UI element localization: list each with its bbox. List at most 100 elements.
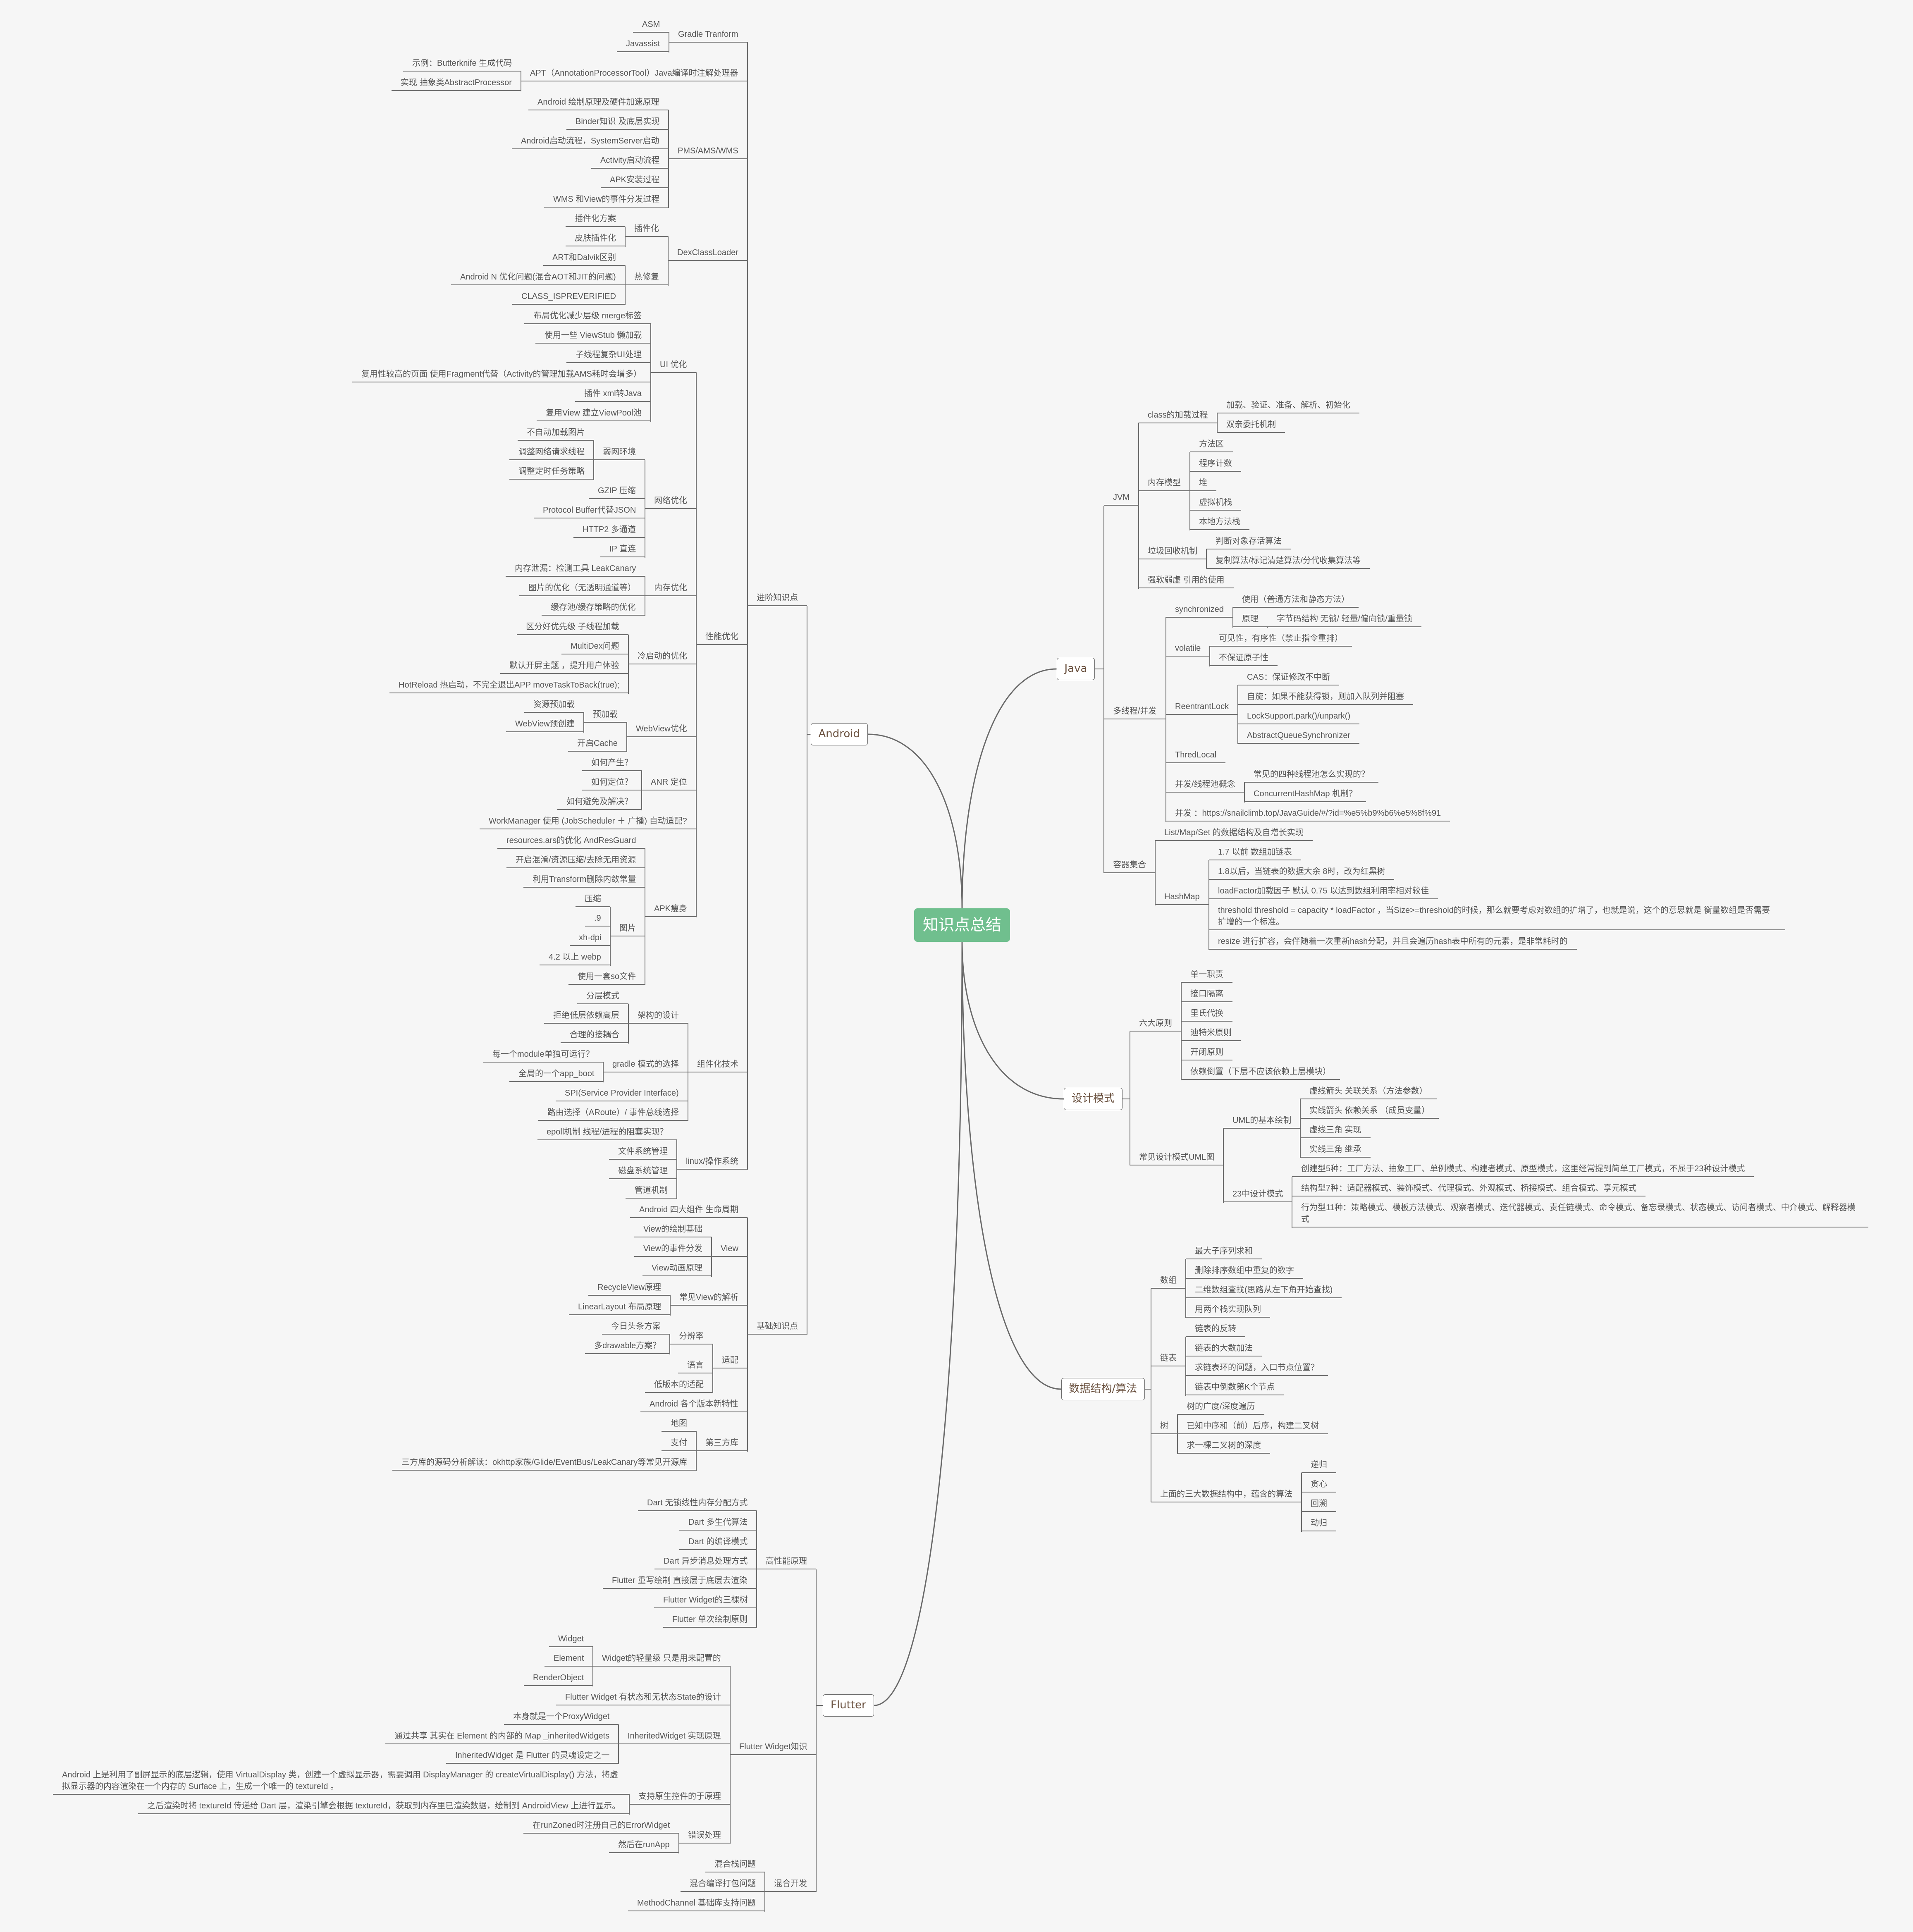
topic-node[interactable]: 如何定位？ bbox=[582, 776, 642, 790]
topic-node[interactable]: InheritedWidget 实现原理 bbox=[619, 1730, 730, 1744]
topic-node[interactable]: UML的基本绘制 bbox=[1223, 1115, 1301, 1129]
topic-node[interactable]: loadFactor加载因子 默认 0.75 以达到数组利用率相对较佳 bbox=[1209, 885, 1438, 899]
topic-node[interactable]: 实现 抽象类AbstractProcessor bbox=[392, 77, 521, 91]
topic-node[interactable]: WorkManager 使用 (JobScheduler ＋ 广播) 自动适配? bbox=[480, 815, 696, 829]
topic-node[interactable]: 动归 bbox=[1302, 1517, 1336, 1531]
topic-node[interactable]: Flutter Widget知识 bbox=[730, 1741, 817, 1755]
topic-node[interactable]: 插件化方案 bbox=[566, 213, 625, 227]
topic-node[interactable]: View动画原理 bbox=[642, 1262, 712, 1276]
topic-node[interactable]: 数组 bbox=[1151, 1275, 1186, 1289]
topic-node[interactable]: 热修复 bbox=[625, 271, 668, 285]
topic-node[interactable]: CLASS_ISPREVERIFIED bbox=[512, 291, 625, 305]
topic-node[interactable]: Flutter Widget的三棵树 bbox=[654, 1594, 757, 1608]
topic-node[interactable]: SPI(Service Provider Interface) bbox=[556, 1087, 688, 1101]
topic-node[interactable]: 不自动加载图片 bbox=[518, 427, 594, 441]
topic-node[interactable]: 多drawable方案？ bbox=[585, 1340, 670, 1354]
topic-node[interactable]: 已知中序和（前）后序，构建二叉树 bbox=[1177, 1420, 1328, 1434]
main-branch-2[interactable]: Java bbox=[1056, 658, 1095, 680]
topic-node[interactable]: 复用性较高的页面 使用Fragment代替（Activity的管理加载AMS耗时… bbox=[352, 368, 651, 382]
topic-node[interactable]: Element bbox=[545, 1653, 593, 1667]
topic-node[interactable]: 常见的四种线程池怎么实现的？ bbox=[1244, 769, 1378, 783]
topic-node[interactable]: 图片的优化（无透明通道等） bbox=[519, 582, 645, 596]
topic-node[interactable]: linux/操作系统 bbox=[677, 1156, 748, 1170]
topic-node[interactable]: 图片 bbox=[610, 922, 645, 936]
topic-node[interactable]: gradle 模式的选择 bbox=[603, 1058, 688, 1072]
topic-node[interactable]: 复用View 建立ViewPool池 bbox=[537, 407, 651, 421]
topic-node[interactable]: ThredLocal bbox=[1166, 749, 1226, 763]
topic-node[interactable]: 开启混淆/资源压缩/去除无用资源 bbox=[506, 854, 645, 868]
topic-node[interactable]: 链表的大数加法 bbox=[1186, 1342, 1262, 1356]
topic-node[interactable]: 内存优化 bbox=[645, 582, 696, 596]
topic-node[interactable]: Widget的轻量级 只是用来配置的 bbox=[593, 1653, 730, 1667]
topic-node[interactable]: 上面的三大数据结构中，蕴含的算法 bbox=[1151, 1488, 1302, 1502]
topic-node[interactable]: Flutter Widget 有状态和无状态State的设计 bbox=[556, 1691, 730, 1705]
topic-node[interactable]: Dart 多生代算法 bbox=[679, 1516, 757, 1531]
topic-node[interactable]: resources.ars的优化 AndResGuard bbox=[497, 835, 645, 849]
topic-node[interactable]: 开闭原则 bbox=[1181, 1046, 1232, 1060]
topic-node[interactable]: APK安装过程 bbox=[601, 174, 669, 188]
topic-node[interactable]: WMS 和View的事件分发过程 bbox=[544, 193, 669, 208]
topic-node[interactable]: 磁盘系统管理 bbox=[609, 1165, 677, 1179]
main-branch-0[interactable]: Android bbox=[810, 723, 868, 745]
topic-node[interactable]: ConcurrentHashMap 机制？ bbox=[1244, 788, 1366, 802]
topic-node[interactable]: 二维数组查找(思路从左下角开始查找) bbox=[1186, 1284, 1342, 1298]
topic-node[interactable]: GZIP 压缩 bbox=[589, 485, 645, 499]
topic-node[interactable]: 资源预加载 bbox=[524, 699, 584, 713]
topic-node[interactable]: 常见设计模式UML图 bbox=[1130, 1151, 1224, 1165]
topic-node[interactable]: Flutter 重写绘制 直接层于底层去渲染 bbox=[603, 1575, 757, 1589]
topic-node[interactable]: 堆 bbox=[1190, 477, 1216, 491]
topic-node[interactable]: Dart 无锁线性内存分配方式 bbox=[638, 1497, 757, 1511]
topic-node[interactable]: 混合编译打包问题 bbox=[681, 1878, 765, 1892]
topic-node[interactable]: MethodChannel 基础库支持问题 bbox=[628, 1897, 765, 1911]
topic-node[interactable]: 用两个栈实现队列 bbox=[1186, 1304, 1270, 1318]
topic-node[interactable]: 如何产生？ bbox=[582, 757, 642, 771]
main-branch-1[interactable]: Flutter bbox=[823, 1694, 874, 1717]
topic-node[interactable]: 性能优化 bbox=[696, 631, 748, 645]
topic-node[interactable]: 进阶知识点 bbox=[748, 592, 807, 606]
topic-node[interactable]: 实线三角 继承 bbox=[1300, 1144, 1371, 1158]
topic-node[interactable]: 支付 bbox=[662, 1437, 696, 1451]
topic-node[interactable]: HotReload 热启动，不完全退出APP moveTaskToBack(tr… bbox=[389, 679, 629, 693]
topic-node[interactable]: 1.7 以前 数组加链表 bbox=[1209, 846, 1301, 860]
topic-node[interactable]: 每一个module单独可运行？ bbox=[483, 1048, 603, 1063]
topic-node[interactable]: 里氏代换 bbox=[1181, 1008, 1232, 1022]
topic-node[interactable]: APT（AnnotationProcessorTool）Java编译时注解处理器 bbox=[521, 67, 748, 81]
topic-node[interactable]: View的绘制基础 bbox=[634, 1223, 712, 1237]
topic-node[interactable]: 实线箭头 依赖关系 （成员变量） bbox=[1300, 1105, 1439, 1119]
topic-node[interactable]: 创建型5种：工厂方法、抽象工厂、单例模式、构建者模式、原型模式，这里经常提到简单… bbox=[1292, 1163, 1754, 1177]
topic-node[interactable]: WebView预创建 bbox=[506, 718, 584, 732]
topic-node[interactable]: threshold threshold = capacity * loadFac… bbox=[1209, 905, 1785, 930]
topic-node[interactable]: 适配 bbox=[713, 1354, 748, 1369]
topic-node[interactable]: 在runZoned时注册自己的ErrorWidget bbox=[523, 1820, 679, 1834]
topic-node[interactable]: RenderObject bbox=[524, 1672, 593, 1686]
topic-node[interactable]: Android 绘制原理及硬件加速原理 bbox=[528, 96, 669, 110]
topic-node[interactable]: 默认开屏主题 ，提升用户体验 bbox=[500, 660, 628, 674]
topic-node[interactable]: 链表中倒数第K个节点 bbox=[1186, 1381, 1284, 1395]
topic-node[interactable]: 双亲委托机制 bbox=[1217, 419, 1285, 433]
topic-node[interactable]: APK瘦身 bbox=[645, 903, 697, 917]
topic-node[interactable]: HashMap bbox=[1155, 891, 1209, 905]
topic-node[interactable]: 本地方法栈 bbox=[1190, 516, 1249, 530]
topic-node[interactable]: class的加载过程 bbox=[1139, 409, 1217, 423]
topic-node[interactable]: 开启Cache bbox=[568, 738, 627, 752]
topic-node[interactable]: 文件系统管理 bbox=[609, 1146, 677, 1160]
topic-node[interactable]: 缓存池/缓存策略的优化 bbox=[542, 602, 645, 616]
topic-node[interactable]: 预加载 bbox=[584, 709, 627, 723]
topic-node[interactable]: 贪心 bbox=[1302, 1478, 1336, 1493]
topic-node[interactable]: 链表 bbox=[1151, 1352, 1186, 1366]
topic-node[interactable]: 使用（普通方法和静态方法） bbox=[1233, 594, 1359, 608]
topic-node[interactable]: 不保证原子性 bbox=[1210, 652, 1278, 666]
main-branch-3[interactable]: 设计模式 bbox=[1064, 1088, 1123, 1110]
topic-node[interactable]: ANR 定位 bbox=[642, 776, 696, 790]
topic-node[interactable]: 低版本的适配 bbox=[645, 1379, 713, 1393]
topic-node[interactable]: Dart 的编译模式 bbox=[679, 1536, 757, 1550]
topic-node[interactable]: 示例：Butterknife 生成代码 bbox=[403, 57, 521, 72]
topic-node[interactable]: AbstractQueueSynchronizer bbox=[1238, 730, 1360, 744]
topic-node[interactable]: 子线程复杂UI处理 bbox=[566, 349, 651, 363]
topic-node[interactable]: InheritedWidget 是 Flutter 的灵魂设定之一 bbox=[446, 1750, 619, 1764]
topic-node[interactable]: 删除排序数组中重复的数字 bbox=[1186, 1265, 1303, 1279]
topic-node[interactable]: View bbox=[712, 1243, 748, 1257]
topic-node[interactable]: 树的广度/深度遍历 bbox=[1177, 1401, 1264, 1415]
root-topic[interactable]: 知识点总结 bbox=[914, 908, 1010, 942]
topic-node[interactable]: 判断对象存活算法 bbox=[1206, 535, 1291, 549]
